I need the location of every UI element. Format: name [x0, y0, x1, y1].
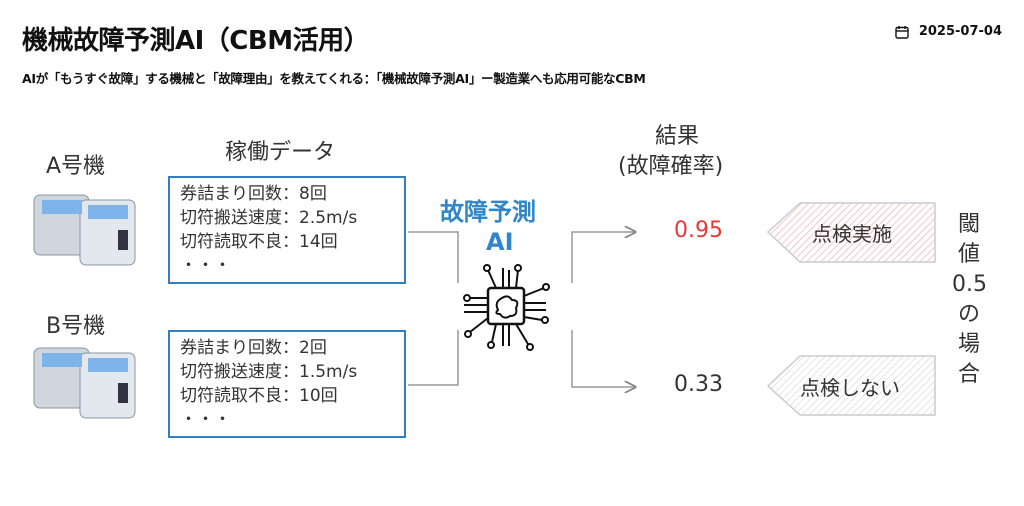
result-a-value: 0.95	[674, 218, 723, 243]
result-heading-sub: (故障確率)	[618, 154, 724, 179]
result-b-value: 0.33	[674, 372, 723, 397]
data-line: 切符搬送速度：2.5m/s	[180, 208, 358, 228]
threshold-label: 閾値0.5の場合	[952, 212, 987, 387]
data-line: 切符読取不良：14回	[180, 232, 338, 252]
calendar-icon	[895, 25, 909, 39]
machine-b-label: B号機	[46, 314, 106, 339]
action-a-label: 点検実施	[812, 222, 892, 246]
result-heading: 結果	[655, 124, 700, 149]
date-text: 2025-07-04	[918, 24, 1002, 39]
ai-chip-icon	[463, 264, 550, 351]
action-tag-shape-a	[766, 202, 936, 263]
data-line: 切符搬送速度：1.5m/s	[180, 362, 358, 382]
page-title: 機械故障予測AI（CBM活用）	[22, 26, 370, 56]
machine-a-image	[33, 194, 136, 266]
ai-label-sub: AI	[486, 228, 514, 256]
machine-a-data-box: 券詰まり回数：8回 切符搬送速度：2.5m/s 切符読取不良：14回 ・・・	[168, 176, 406, 284]
publish-date: 2025-07-04	[895, 24, 1002, 39]
ai-label: 故障予測	[440, 198, 536, 226]
data-line: 券詰まり回数：8回	[180, 184, 327, 204]
data-heading: 稼働データ	[225, 140, 336, 165]
machine-b-image	[33, 347, 136, 419]
data-line: 切符読取不良：10回	[180, 386, 338, 406]
data-line: ・・・	[180, 410, 231, 430]
machine-a-label: A号機	[46, 154, 106, 179]
data-line: ・・・	[180, 256, 231, 276]
data-line: 券詰まり回数：2回	[180, 338, 327, 358]
action-b-label: 点検しない	[800, 376, 900, 400]
machine-b-data-box: 券詰まり回数：2回 切符搬送速度：1.5m/s 切符読取不良：10回 ・・・	[168, 330, 406, 438]
subtitle: AIが「もうすぐ故障」する機械と「故障理由」を教えてくれる：「機械故障予測AI」…	[22, 71, 646, 86]
action-tag-shape-b	[766, 355, 936, 416]
